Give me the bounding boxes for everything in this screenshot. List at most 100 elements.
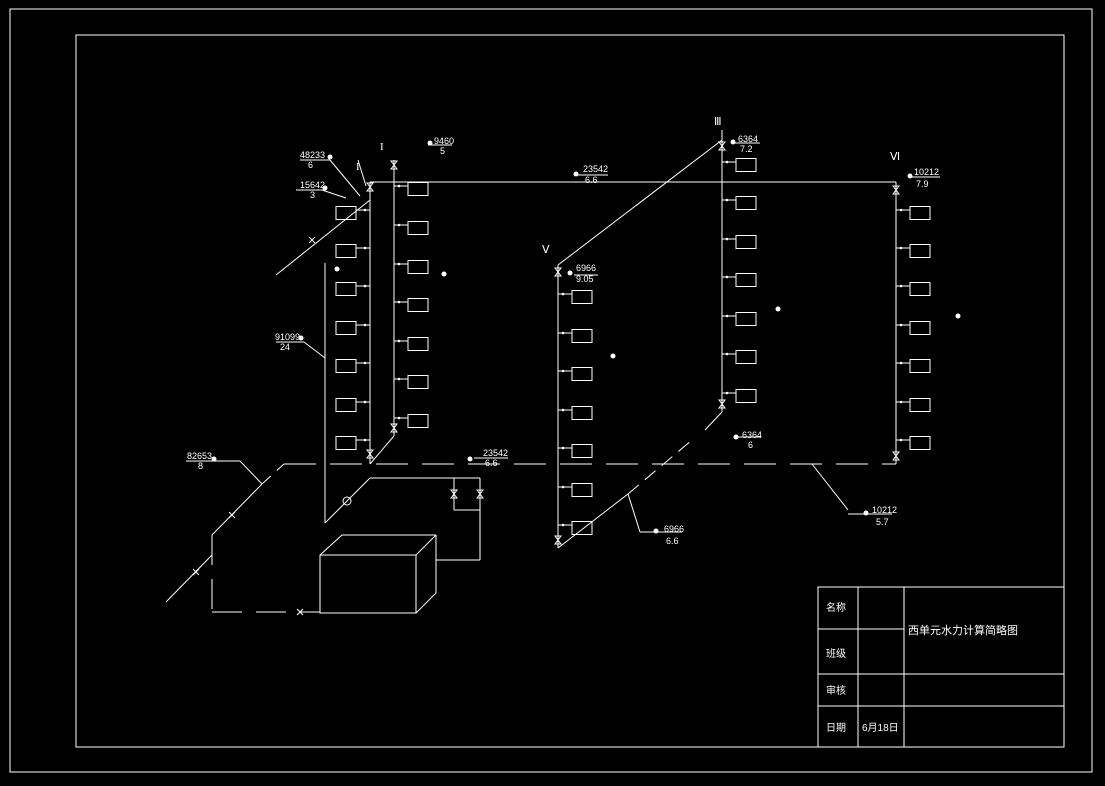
gate-valve [718, 399, 726, 409]
gate-valve [476, 489, 484, 499]
drawing-title: 西单元水力计算简略图 [908, 623, 1018, 637]
flow-velocity: 5.7 [876, 517, 889, 527]
radiator [909, 244, 931, 258]
node-marker [653, 528, 659, 534]
branch-valve [397, 339, 401, 343]
branch-valve [363, 323, 367, 327]
gate-valve [892, 185, 900, 195]
flow-value: 6966 [576, 263, 596, 273]
radiator [909, 398, 931, 412]
node-marker [573, 171, 579, 177]
flow-value: 48233 [300, 150, 325, 160]
flow-velocity: 5 [440, 146, 445, 156]
riser-pipes [324, 140, 897, 548]
flow-value: 23542 [483, 448, 508, 458]
gate-valve [554, 267, 562, 277]
radiator [909, 206, 931, 220]
branch-valve [725, 198, 729, 202]
title-block-review-label: 审核 [826, 684, 846, 697]
title-block-name-label: 名称 [826, 601, 846, 614]
branch-valve [363, 208, 367, 212]
flow-value: 10212 [872, 505, 897, 515]
riser-label: Ⅲ [714, 116, 722, 128]
node-marker [907, 173, 913, 179]
riser-label: Ⅴ [542, 244, 550, 256]
title-block-class-label: 班级 [826, 648, 846, 660]
gate-valve [554, 535, 562, 545]
branch-valve [561, 408, 565, 412]
gate-valve [718, 141, 726, 151]
branch-valve [363, 284, 367, 288]
radiator [335, 359, 357, 373]
flow-value: 15642 [300, 180, 325, 190]
radiator [407, 182, 429, 196]
flow-velocity: 9.05 [576, 274, 594, 284]
radiator [735, 312, 757, 326]
flow-velocity: 7.2 [740, 144, 753, 154]
radiator [571, 483, 593, 497]
radiator [335, 282, 357, 296]
radiator [571, 329, 593, 343]
flow-value: 82653 [187, 451, 212, 461]
radiator [407, 298, 429, 312]
node-marker [730, 139, 736, 145]
branch-valve [561, 485, 565, 489]
riser-label: I [380, 141, 384, 153]
riser-label: Ⅵ [890, 151, 900, 163]
branch-valve [397, 300, 401, 304]
flow-value: 23542 [583, 164, 608, 174]
node-marker [327, 154, 333, 160]
radiator-group [335, 158, 931, 535]
flow-value: 6364 [738, 134, 758, 144]
branch-valve [725, 314, 729, 318]
branch-valve [363, 361, 367, 365]
node-marker [775, 306, 781, 312]
branch-valve [899, 361, 903, 365]
node-marker [610, 353, 616, 359]
branch-valve [561, 331, 565, 335]
riser-label: I [356, 161, 360, 173]
inline-valve [308, 236, 316, 244]
radiator [335, 206, 357, 220]
leader-lines [186, 142, 940, 533]
gate-valve [892, 451, 900, 461]
gate-valve [390, 423, 398, 433]
node-marker [427, 140, 433, 146]
gate-valve [366, 182, 374, 192]
radiator [335, 321, 357, 335]
branch-valve [899, 400, 903, 404]
radiator [571, 367, 593, 381]
branch-valve [561, 523, 565, 527]
gate-valve [390, 160, 398, 170]
flow-velocity: 6 [308, 160, 313, 170]
radiator [735, 158, 757, 172]
flow-velocity: 7.9 [916, 179, 929, 189]
radiator [571, 290, 593, 304]
water-tank [319, 534, 437, 614]
flow-velocity: 6 [748, 440, 753, 450]
branch-valve [561, 369, 565, 373]
radiator [407, 414, 429, 428]
flow-value: 6966 [664, 524, 684, 534]
branch-valve [397, 377, 401, 381]
radiator [407, 337, 429, 351]
branch-valve [363, 438, 367, 442]
node-marker [334, 266, 340, 272]
valve-group [192, 141, 900, 616]
branch-valve [725, 352, 729, 356]
radiator [909, 436, 931, 450]
radiator [407, 375, 429, 389]
inline-valve [228, 511, 236, 519]
gate-valve [450, 489, 458, 499]
radiator [909, 359, 931, 373]
flow-velocity: 6.6 [485, 458, 498, 468]
diagonal-connectors [165, 130, 849, 613]
title-block-date-label: 日期 [826, 722, 846, 734]
radiator [335, 398, 357, 412]
radiator [571, 521, 593, 535]
branch-valve [397, 416, 401, 420]
node-marker [441, 271, 447, 277]
radiator [735, 350, 757, 364]
node-marker [955, 313, 961, 319]
